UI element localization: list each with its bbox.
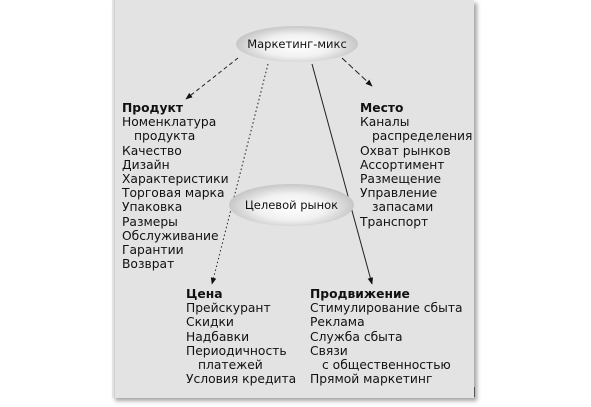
target-market-label: Целевой рынок <box>244 198 339 212</box>
product-item: Возврат <box>122 257 175 272</box>
price-item: Периодичность <box>186 343 287 358</box>
place-item: Каналы <box>360 115 410 130</box>
promotion-block: Продвижение Стимулирование сбыта Реклама… <box>310 287 463 386</box>
price-block: Цена Прейскурант Скидки Надбавки Периоди… <box>186 287 296 386</box>
place-item: запасами <box>372 200 434 215</box>
marketing-mix-label: Маркетинг-микс <box>247 37 347 51</box>
product-item: Гарантии <box>122 243 184 258</box>
product-item: Дизайн <box>122 157 170 172</box>
place-item: Управление <box>360 186 438 201</box>
price-item: Скидки <box>186 315 234 330</box>
product-item: Качество <box>122 143 182 158</box>
promotion-item: Прямой маркетинг <box>310 372 433 387</box>
price-item: Прейскурант <box>186 301 271 316</box>
promotion-item: Связи <box>310 343 348 358</box>
price-item: Условия кредита <box>186 372 297 387</box>
product-item: Размеры <box>122 214 178 229</box>
promotion-title: Продвижение <box>310 287 410 301</box>
target-market-node: Целевой рынок <box>229 184 354 226</box>
product-block: Продукт Номенклатура продукта Качество Д… <box>122 101 229 271</box>
product-item: Номенклатура <box>122 115 217 130</box>
place-block: Место Каналы распределения Охват рынков … <box>360 101 472 229</box>
place-item: Транспорт <box>360 214 429 229</box>
promotion-item: с общественностью <box>322 358 451 373</box>
marketing-mix-node: Маркетинг-микс <box>236 26 358 62</box>
place-item: распределения <box>372 129 473 144</box>
place-item: Охват рынков <box>360 143 451 158</box>
product-item: Упаковка <box>122 200 183 215</box>
place-item: Ассортимент <box>360 157 445 172</box>
promotion-item: Служба сбыта <box>310 329 403 344</box>
price-item: Надбавки <box>186 329 250 344</box>
price-item: платежей <box>198 358 263 373</box>
product-item: продукта <box>134 129 196 144</box>
corner-mark <box>474 387 475 397</box>
place-title: Место <box>360 101 404 115</box>
product-item: Характеристики <box>122 172 229 187</box>
promotion-item: Реклама <box>310 315 365 330</box>
product-item: Обслуживание <box>122 228 219 243</box>
place-item: Размещение <box>360 172 442 187</box>
promotion-item: Стимулирование сбыта <box>310 301 463 316</box>
product-title: Продукт <box>122 101 183 115</box>
price-title: Цена <box>186 287 223 301</box>
product-item: Торговая марка <box>122 186 225 201</box>
